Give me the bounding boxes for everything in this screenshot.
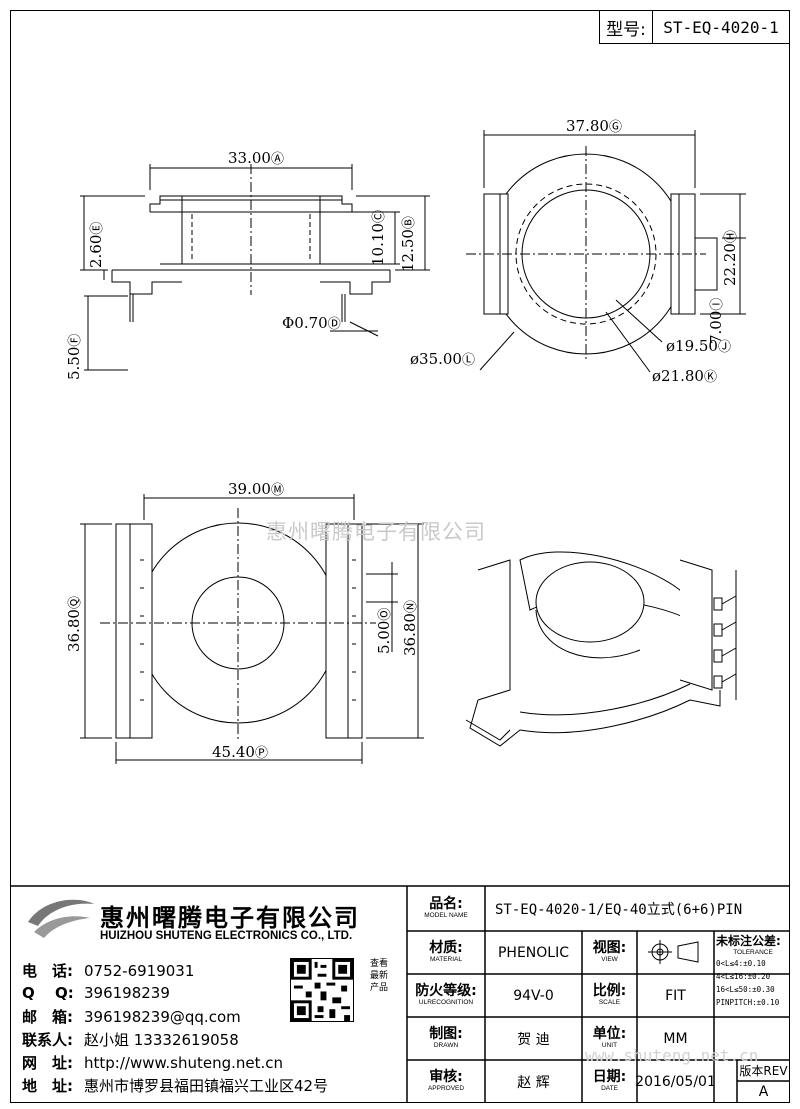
contact-row: 地 址: 惠州市博罗县福田镇福兴工业区42号 (22, 1075, 328, 1096)
contact-key: 地 址: (22, 1077, 73, 1095)
drawing-sheet (10, 10, 790, 1103)
drawn-label: 制图:DRAWN (429, 1026, 463, 1050)
side-view (80, 164, 430, 371)
dim-a: 33.00Ⓐ (228, 149, 284, 167)
dim-p: 45.40Ⓟ (212, 743, 268, 761)
view-label: 视图:VIEW (592, 940, 627, 964)
contact-row: 邮 箱: 396198239@qq.com (22, 1006, 241, 1027)
contact-key: 联系人: (22, 1031, 73, 1049)
material-value: PHENOLIC (497, 944, 569, 961)
contact-key: 电 话: (22, 962, 73, 980)
watermark-url: www.shuteng.net.cn (585, 1046, 759, 1065)
company-cn-name: 惠州曙腾电子有限公司 (100, 904, 360, 932)
dim-k: ø21.80Ⓚ (652, 367, 717, 385)
model-value: ST-EQ-4020-1 (663, 17, 779, 37)
unit-label: 单位:UNIT (592, 1026, 627, 1050)
isometric-view (465, 551, 737, 747)
fire-value: 94V-0 (513, 987, 554, 1004)
dim-l: ø35.00Ⓛ (410, 350, 475, 368)
contact-value: 惠州市博罗县福田镇福兴工业区42号 (84, 1077, 329, 1095)
date-label: 日期:DATE (592, 1069, 627, 1093)
approved-value: 赵 辉 (517, 1074, 550, 1091)
contact-key: Q Q: (22, 984, 74, 1002)
company-block: 惠州曙腾电子有限公司 HUIZHOU SHUTENG ELECTRONICS C… (12, 892, 397, 952)
dim-g: 37.80Ⓖ (566, 117, 622, 135)
unit-value: MM (663, 1030, 688, 1047)
dim-m: 39.00Ⓜ (228, 480, 284, 498)
top-view (466, 130, 746, 373)
dim-d: Φ0.70Ⓓ (282, 314, 341, 332)
company-logo (28, 899, 94, 938)
dim-b: 12.50Ⓑ (399, 216, 417, 272)
contact-value: 0752-6919031 (84, 962, 195, 980)
contact-key: 邮 箱: (22, 1008, 73, 1026)
fire-label: 防火等级:ULRECOGNITION (415, 983, 477, 1007)
dim-n: 36.80Ⓝ (401, 600, 419, 656)
title-block-lines (10, 885, 790, 1103)
contact-value[interactable]: 396198239@qq.com (84, 1008, 241, 1026)
scale-value: FIT (665, 987, 686, 1004)
contact-value[interactable]: http://www.shuteng.net.cn (84, 1054, 284, 1072)
projection-symbol (648, 940, 699, 964)
contact-row: 网 址: http://www.shuteng.net.cn (22, 1052, 283, 1073)
dim-o: 5.00Ⓞ (375, 607, 393, 654)
date-value: 2016/05/01 (635, 1073, 716, 1090)
front-view (80, 494, 424, 764)
contact-row: 联系人: 赵小姐 13332619058 (22, 1029, 239, 1050)
watermark: 惠州曙腾电子有限公司 (266, 520, 486, 544)
contact-value: 赵小姐 13332619058 (84, 1031, 239, 1049)
dim-e: 2.60Ⓔ (87, 221, 105, 268)
dim-q: 36.80Ⓠ (65, 596, 83, 652)
model-title-box: 型号: ST-EQ-4020-1 (599, 10, 790, 44)
rev-label: 版本REV (739, 1064, 788, 1078)
approved-label: 审核:APPROVED (427, 1069, 465, 1093)
contact-row: Q Q: 396198239 (22, 982, 170, 1003)
rev-value: A (758, 1084, 769, 1100)
material-label: 材质:MATERIAL (429, 940, 463, 964)
scan-caption: 查看最新产品 (370, 959, 389, 993)
company-en-name: HUIZHOU SHUTENG ELECTRONICS CO., LTD. (100, 930, 353, 942)
scale-label: 比例:SCALE (592, 983, 627, 1007)
dim-h: 22.20Ⓗ (721, 230, 739, 286)
contact-value: 396198239 (84, 984, 170, 1002)
model-name-value: ST-EQ-4020-1/EQ-40立式(6+6)PIN (495, 901, 743, 918)
dim-c: 10.10Ⓒ (369, 210, 387, 266)
dim-f: 5.50Ⓕ (65, 333, 83, 380)
model-label: 型号: (600, 11, 653, 43)
drawn-value: 贺 迪 (517, 1031, 550, 1048)
dim-j: ø19.50Ⓙ (666, 337, 731, 355)
model-name-label: 品名:MODEL NAME (424, 896, 468, 920)
contact-row: 电 话: 0752-6919031 (22, 960, 194, 981)
qr-code[interactable] (290, 958, 354, 1022)
contact-key: 网 址: (22, 1054, 73, 1072)
